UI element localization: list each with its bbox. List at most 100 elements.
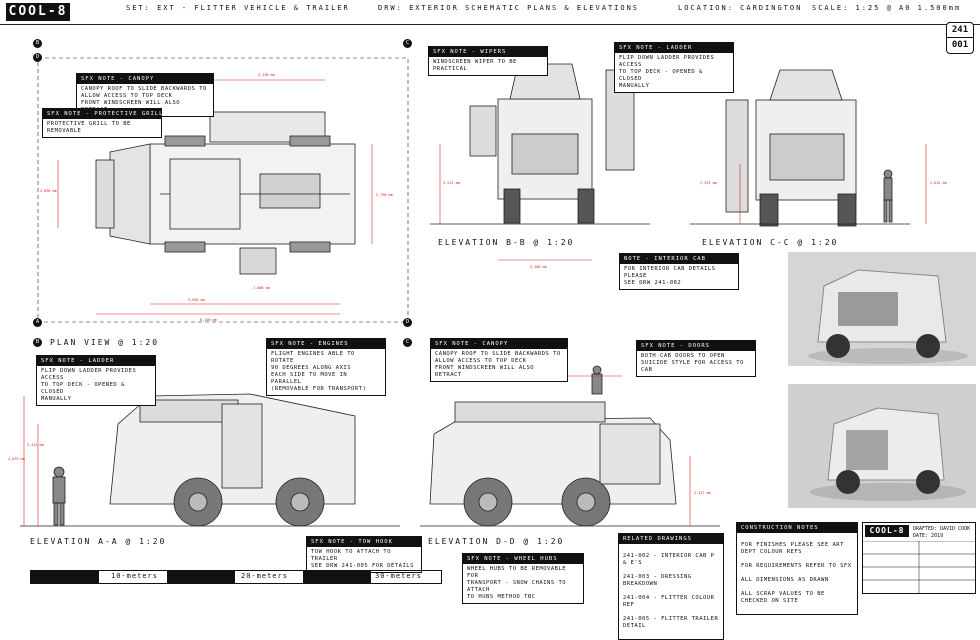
construction-notes: CONSTRUCTION NOTES FOR FINISHES PLEASE S… — [736, 522, 858, 615]
note-tag: SFX NOTE - CANOPY — [77, 74, 213, 84]
sheet-number: 241 001 — [946, 22, 974, 54]
note-tag: SFX NOTE - LADDER — [615, 43, 733, 53]
title-block-drafted: DRAFTED: DAVID COOK — [913, 526, 971, 532]
related-item: 241-004 - FLITTER COLOUR REF — [623, 595, 715, 608]
note-tag: SFX NOTE - WIPERS — [429, 47, 547, 57]
scale-bar-segment — [31, 571, 99, 583]
construction-item: FOR FINISHES PLEASE SEE ART DEPT COLOUR … — [741, 542, 844, 555]
dim-plan-right: 2,750 mm — [376, 193, 393, 197]
dim-plan-bottom1: 3,850 mm — [188, 298, 205, 302]
note-tag: SFX NOTE - TOW HOOK — [307, 537, 421, 547]
note-tag: SFX NOTE - WHEEL HUBS — [463, 554, 583, 564]
dim-plan-left: 2,030 mm — [40, 189, 57, 193]
sheet-main-number: 241 — [951, 25, 969, 35]
note-body: CANOPY ROOF TO SLIDE BACKWARDS TO ALLOW … — [81, 86, 207, 113]
title-block-grid — [863, 541, 975, 593]
render-front-image — [788, 252, 976, 366]
section-marker-a: A — [33, 318, 42, 327]
dim-dd-height: 2,127 mm — [694, 491, 711, 495]
scale-bar-segment — [167, 571, 235, 583]
note-tag: SFX NOTE - CANOPY — [431, 339, 567, 349]
production-logo: COOL-8 — [6, 3, 70, 21]
render-rear-image — [788, 384, 976, 508]
location-field: LOCATION: CARDINGTON — [678, 4, 802, 12]
dim-plan-bottom2: 6,100 mm — [200, 318, 217, 322]
construction-item: ALL SCRAP VALUES TO BE CHECKED ON SITE — [741, 591, 825, 604]
section-marker-d: D — [33, 53, 42, 62]
set-value: EXT - FLITTER VEHICLE & TRAILER — [157, 4, 350, 12]
note-body: PROTECTIVE GRILL TO BE REMOVABLE — [47, 121, 131, 134]
section-marker-b-lower: B — [33, 338, 42, 347]
scale-label-10: 10-meters — [111, 572, 158, 580]
note-tag: SFX NOTE - PROTECTIVE GRILL — [43, 109, 162, 119]
construction-notes-title: CONSTRUCTION NOTES — [737, 523, 857, 533]
note-tag: SFX NOTE - DOORS — [637, 341, 755, 351]
dim-plan-top: 3,150 mm — [258, 73, 275, 77]
location-value: CARDINGTON — [740, 4, 803, 12]
sheet-sub-number: 001 — [947, 37, 973, 52]
title-block-logo: COOL-8 — [865, 525, 909, 537]
related-drawings: RELATED DRAWINGS 241-002 - INTERIOR CAB … — [618, 533, 724, 640]
vehicle-render-front — [788, 252, 976, 366]
section-marker-b: B — [33, 39, 42, 48]
note-body: TOW HOOK TO ATTACH TO TRAILER SEE DRW 24… — [311, 549, 414, 569]
set-field: SET: EXT - FLITTER VEHICLE & TRAILER — [126, 4, 350, 12]
scale-label-30: 30-meters — [375, 572, 422, 580]
plan-view-vehicle — [95, 111, 356, 275]
note-tag: SFX NOTE - ENGINES — [267, 339, 385, 349]
section-marker-c: C — [403, 39, 412, 48]
dim-cc-height: 2,325 mm — [700, 181, 717, 185]
scale-bar: 10-meters 20-meters 30-meters — [30, 570, 442, 584]
note-canopy-side: SFX NOTE - CANOPY CANOPY ROOF TO SLIDE B… — [430, 338, 568, 382]
note-body: FOR INTERIOR CAB DETAILS PLEASE SEE DRW … — [624, 266, 716, 286]
title-bar — [0, 0, 980, 25]
view-title-elevation-cc: ELEVATION C-C @ 1:20 — [702, 238, 839, 247]
related-item: 241-005 - FLITTER TRAILER DETAIL — [623, 616, 719, 629]
note-body: CANOPY ROOF TO SLIDE BACKWARDS TO ALLOW … — [435, 351, 561, 378]
scale-field: SCALE: 1:25 @ A0 1.500mm — [812, 4, 961, 12]
dim-aa-height: 3,312 mm — [27, 443, 44, 447]
schematic-drawing: 3,150 mm 3,850 mm 6,100 mm 1,060 mm 2,75… — [8, 57, 947, 527]
dim-bb-width: 3,288 mm — [530, 265, 547, 269]
dim-bb-height: 3,212 mm — [443, 181, 460, 185]
construction-item: ALL DIMENSIONS AS DRAWN — [741, 577, 829, 583]
elevation-dd-vehicle — [420, 365, 720, 527]
elevation-cc-vehicle — [690, 69, 910, 227]
title-block-date: DATE: 2019 — [913, 533, 944, 539]
title-block: COOL-8 DRAFTED: DAVID COOK DATE: 2019 — [862, 522, 976, 594]
note-body: FLIGHT ENGINES ABLE TO ROTATE 90 DEGREES… — [271, 351, 367, 392]
view-title-elevation-dd: ELEVATION D-D @ 1:20 — [428, 537, 565, 546]
set-label: SET: — [126, 4, 151, 12]
view-title-plan: PLAN VIEW @ 1:20 — [50, 338, 160, 347]
note-engines: SFX NOTE - ENGINES FLIGHT ENGINES ABLE T… — [266, 338, 386, 396]
construction-list: FOR FINISHES PLEASE SEE ART DEPT COLOUR … — [737, 533, 857, 614]
related-item: 241-002 - INTERIOR CAB P & E'S — [623, 553, 715, 566]
related-item: 241-003 - DRESSING BREAKDOWN — [623, 574, 692, 587]
drawing-label: DRW: — [378, 4, 403, 12]
note-body: FLIP DOWN LADDER PROVIDES ACCESS TO TOP … — [41, 368, 137, 402]
vehicle-render-rear — [788, 384, 976, 508]
scale-bar-segment — [303, 571, 371, 583]
construction-item: FOR REQUIREMENTS REFER TO SFX — [741, 563, 852, 569]
dim-cc-total: 2,615 mm — [930, 181, 947, 185]
section-marker-c-lower: C — [403, 338, 412, 347]
scale-value: 1:25 @ A0 1.500mm — [855, 4, 962, 12]
section-marker-d-right: D — [403, 318, 412, 327]
plan-section-frame — [37, 57, 409, 323]
note-body: WINDSCREEN WIPER TO BE PRACTICAL — [433, 59, 517, 72]
view-title-elevation-bb: ELEVATION B-B @ 1:20 — [438, 238, 575, 247]
dimension-labels: 3,150 mm 3,850 mm 6,100 mm 1,060 mm 2,75… — [8, 73, 947, 495]
note-wheel-hubs: SFX NOTE - WHEEL HUBS WHEEL HUBS TO BE R… — [462, 553, 584, 604]
note-ladder-top: SFX NOTE - LADDER FLIP DOWN LADDER PROVI… — [614, 42, 734, 93]
related-list: 241-002 - INTERIOR CAB P & E'S 241-003 -… — [619, 544, 723, 639]
dim-aa-total: 4,075 mm — [8, 457, 25, 461]
location-label: LOCATION: — [678, 4, 734, 12]
view-title-elevation-aa: ELEVATION A-A @ 1:20 — [30, 537, 167, 546]
drawing-field: DRW: EXTERIOR SCHEMATIC PLANS & ELEVATIO… — [378, 4, 639, 12]
note-tow-hook: SFX NOTE - TOW HOOK TOW HOOK TO ATTACH T… — [306, 536, 422, 573]
scale-label: SCALE: — [812, 4, 850, 12]
scale-label-20: 20-meters — [241, 572, 288, 580]
note-body: FLIP DOWN LADDER PROVIDES ACCESS TO TOP … — [619, 55, 715, 89]
drawing-value: EXTERIOR SCHEMATIC PLANS & ELEVATIONS — [409, 4, 640, 12]
note-protective-grill: SFX NOTE - PROTECTIVE GRILL PROTECTIVE G… — [42, 108, 162, 138]
